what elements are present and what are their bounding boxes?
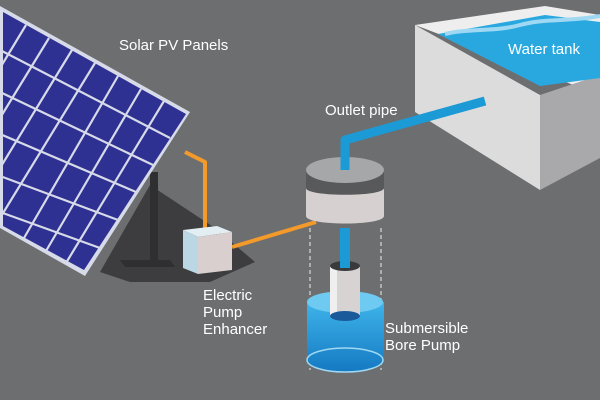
panel-support-base <box>120 260 175 267</box>
electric-pump-enhancer-box <box>183 226 232 274</box>
pump-head-housing <box>306 157 384 224</box>
tank-water-surface <box>438 15 600 86</box>
outlet-pipe <box>340 96 487 170</box>
panel-grid-lines <box>0 24 171 264</box>
panel-support-post <box>150 172 158 264</box>
submersible-pump <box>330 228 360 321</box>
cable-enhancer-to-pump <box>231 220 317 249</box>
pump-enhancer-label: Electric Pump Enhancer <box>203 287 268 338</box>
water-tank-label: Water tank <box>508 41 580 58</box>
bore-pump-label: Submersible Bore Pump <box>385 320 469 354</box>
water-tank <box>415 6 600 190</box>
solar-panels-label: Solar PV Panels <box>119 37 229 54</box>
outlet-pipe-label: Outlet pipe <box>325 102 398 119</box>
solar-pv-panels <box>0 6 190 276</box>
cable-panel-to-enhancer <box>184 150 207 230</box>
